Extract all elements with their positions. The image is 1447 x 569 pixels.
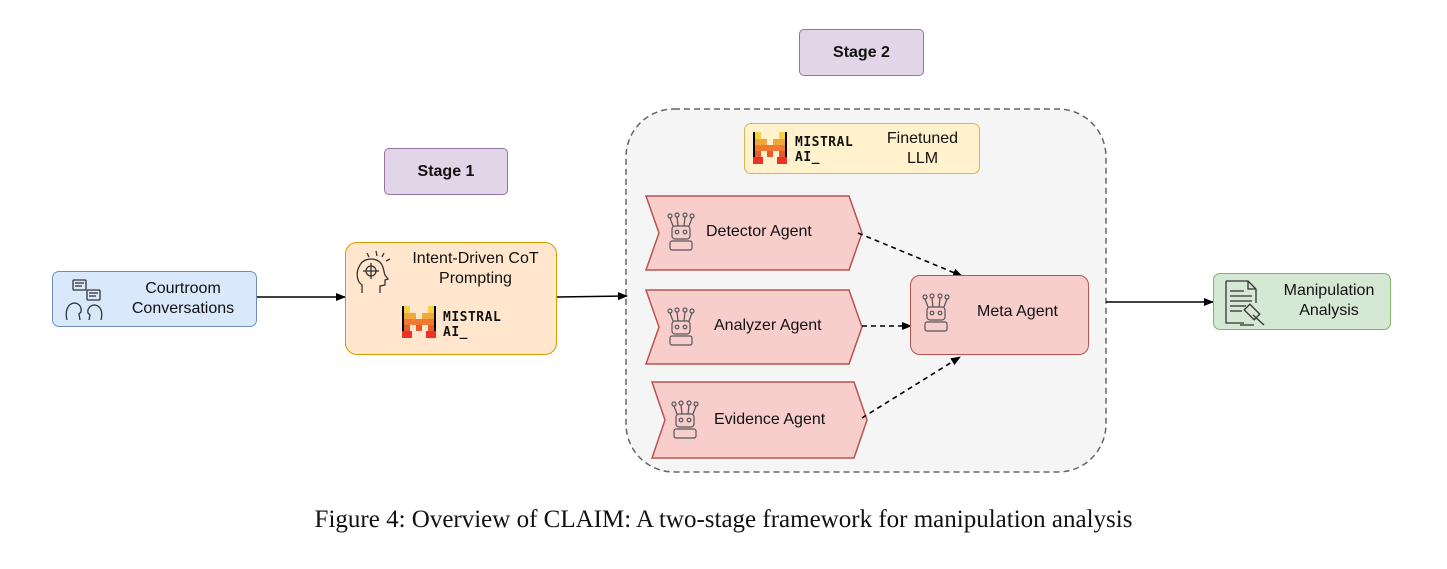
mistral-logo-icon bbox=[753, 132, 787, 164]
meta-agent-label: Meta Agent bbox=[977, 303, 1058, 320]
robot-icon bbox=[922, 293, 950, 332]
prompting-logo-line1: MISTRAL bbox=[443, 310, 502, 325]
stage1-label: Stage 1 bbox=[384, 148, 508, 195]
input-box: Courtroom Conversations bbox=[52, 271, 257, 327]
stage2-text: Stage 2 bbox=[833, 43, 890, 61]
robot-icon bbox=[667, 212, 695, 251]
input-line1: Courtroom bbox=[145, 280, 221, 297]
finetuned-line2: LLM bbox=[906, 150, 939, 167]
figure-caption: Figure 4: Overview of CLAIM: A two-stage… bbox=[314, 506, 1133, 533]
arrow-prompt-to-stage2 bbox=[556, 292, 628, 301]
prompting-line2: Prompting bbox=[439, 270, 512, 287]
output-line1: Manipulation bbox=[1283, 282, 1375, 299]
evidence-agent-shape bbox=[650, 381, 868, 459]
document-gavel-icon bbox=[1225, 280, 1265, 326]
input-line2: Conversations bbox=[131, 300, 235, 317]
detector-agent-shape bbox=[644, 195, 863, 271]
analyzer-agent-shape bbox=[644, 289, 863, 365]
stage1-text: Stage 1 bbox=[417, 162, 475, 180]
prompting-logo-line2: AI_ bbox=[443, 325, 468, 340]
conversation-icon bbox=[65, 279, 103, 321]
prompting-box: Intent-Driven CoT Prompting MISTRAL AI_ bbox=[345, 242, 557, 355]
finetuned-line1: Finetuned bbox=[886, 130, 959, 147]
robot-icon bbox=[671, 400, 699, 439]
evidence-agent-label: Evidence Agent bbox=[714, 411, 826, 428]
prompting-line1: Intent-Driven CoT bbox=[412, 250, 539, 267]
arrow-evidence-to-meta bbox=[861, 356, 961, 419]
finetuned-logo-line1: MISTRAL bbox=[795, 135, 854, 150]
robot-icon bbox=[667, 307, 695, 346]
detector-agent-label: Detector Agent bbox=[706, 223, 812, 240]
analyzer-agent-label: Analyzer Agent bbox=[714, 317, 822, 334]
mistral-logo-icon bbox=[402, 306, 436, 338]
stage2-label: Stage 2 bbox=[799, 29, 924, 76]
arrow-detector-to-meta bbox=[857, 232, 963, 277]
output-line2: Analysis bbox=[1299, 302, 1359, 319]
output-box: Manipulation Analysis bbox=[1213, 273, 1391, 330]
meta-agent-box: Meta Agent bbox=[910, 275, 1089, 355]
head-target-icon bbox=[356, 250, 391, 293]
finetuned-llm-box: MISTRAL AI_ Finetuned LLM bbox=[744, 123, 980, 174]
finetuned-logo-line2: AI_ bbox=[795, 150, 820, 165]
